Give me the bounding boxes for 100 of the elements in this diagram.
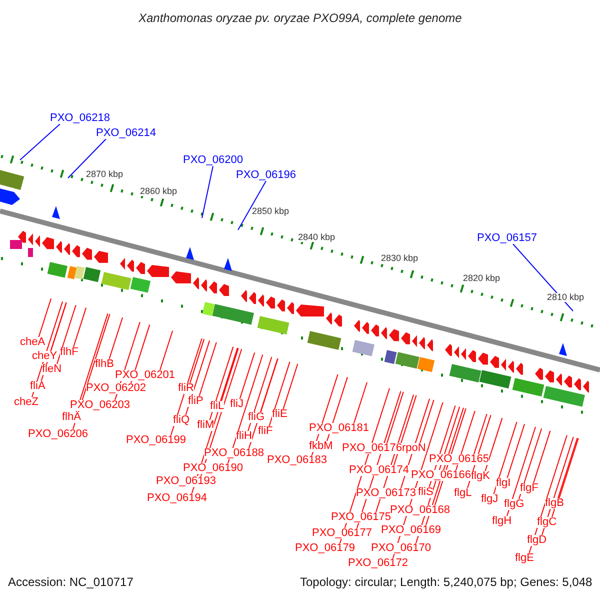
leader-line xyxy=(282,363,298,410)
gene-label: cheZ xyxy=(14,397,38,408)
leader-line xyxy=(190,338,205,384)
leader-line xyxy=(260,358,278,412)
leader-line xyxy=(239,352,256,400)
locus-label: PXO_06196 xyxy=(236,170,296,181)
leader-line xyxy=(354,382,368,424)
leader-line xyxy=(484,418,503,472)
gene-label: PXO_06190 xyxy=(183,463,243,474)
leader-line xyxy=(170,338,202,436)
locus-label: PXO_06214 xyxy=(96,128,156,139)
leader-line xyxy=(474,414,488,454)
leader-line xyxy=(198,342,217,396)
genome-summary-text: Topology: circular; Length: 5,240,075 bp; Genes: 5,048 xyxy=(300,576,592,588)
gene-label: PXO_06166 xyxy=(411,470,471,481)
gene-label: fliH xyxy=(236,431,252,442)
scale-label: 2830 kbp xyxy=(381,254,418,263)
gene-label: PXO_06203 xyxy=(70,400,130,411)
gene-label: fkbM xyxy=(309,441,333,452)
gene-label: fleN xyxy=(42,364,62,375)
gene-label: flgJ xyxy=(481,494,498,505)
gene-label: PXO_06168 xyxy=(390,505,450,516)
locus-label: PXO_06218 xyxy=(50,113,110,124)
gene-label: flhF xyxy=(60,347,78,358)
gene-label: fliG xyxy=(248,412,264,423)
gene-label: fliF xyxy=(258,426,273,437)
gene-label: fliR xyxy=(178,383,194,394)
gene-label: fliS xyxy=(418,487,434,498)
title: Xanthomonas oryzae pv. oryzae PXO99A, complete genome xyxy=(138,12,462,24)
gene-label: PXO_06201 xyxy=(115,370,175,381)
gene-label: rpoN xyxy=(402,443,426,454)
leader-line xyxy=(38,298,52,338)
leader-line xyxy=(202,166,214,218)
leader-line xyxy=(76,313,108,412)
leader-line xyxy=(220,347,238,402)
scale-label: 2840 kbp xyxy=(298,233,336,242)
gene-label: fliA xyxy=(30,381,46,392)
gene-label: PXO_06169 xyxy=(381,525,441,536)
gene-label: fliJ xyxy=(230,399,244,410)
gene-label: flgL xyxy=(454,488,472,499)
gene-label: PXO_06179 xyxy=(295,543,355,554)
locus-label: PXO_06157 xyxy=(477,233,537,244)
gene-label: PXO_06181 xyxy=(309,423,369,434)
leader-line xyxy=(73,307,87,348)
gene-label: flgB xyxy=(545,498,564,509)
gene-label: flgI xyxy=(496,478,511,489)
leader-line xyxy=(20,124,60,160)
gene-label: fliE xyxy=(272,409,288,420)
leader-line xyxy=(185,340,210,416)
leader-line xyxy=(533,430,551,484)
leader-line xyxy=(72,314,110,430)
leader-line xyxy=(506,424,526,478)
leader-line xyxy=(209,346,234,420)
leader-line xyxy=(386,391,404,444)
gene-label: PXO_06170 xyxy=(371,543,431,554)
gene-label: flgC xyxy=(537,517,557,528)
gene-label: PXO_06173 xyxy=(356,488,416,499)
gene-label: PXO_06176 xyxy=(342,443,402,454)
leader-line xyxy=(552,437,578,518)
gene-label: flhB xyxy=(95,359,114,370)
leader-line xyxy=(108,316,124,360)
scale-label: 2850 kbp xyxy=(252,207,290,216)
leader-line xyxy=(238,180,266,230)
leader-line xyxy=(160,330,174,370)
gene-label: PXO_06199 xyxy=(126,435,186,446)
leader-line xyxy=(268,361,290,426)
leader-line xyxy=(248,358,278,448)
leader-line xyxy=(56,304,76,364)
leader-line xyxy=(228,354,264,464)
gene-label: flgD xyxy=(527,535,547,546)
gene-label: PXO_06172 xyxy=(348,558,408,569)
gene-label: PXO_06177 xyxy=(312,528,372,539)
gene-label: fliM xyxy=(197,420,214,431)
gene-label: PXO_06206 xyxy=(28,429,88,440)
scale-label: 2870 kbp xyxy=(86,170,124,179)
gene-label: PXO_06174 xyxy=(349,465,409,476)
gene-label: fliQ xyxy=(173,415,190,426)
gene-label: cheY xyxy=(32,351,58,362)
gene-label: PXO_06193 xyxy=(156,476,216,487)
gene-label: cheA xyxy=(20,337,46,348)
gene-label: PXO_06183 xyxy=(267,455,327,466)
leader-line xyxy=(518,428,542,500)
gene-label: flgG xyxy=(504,499,524,510)
leader-line xyxy=(512,244,574,312)
gene-label: flgE xyxy=(515,553,534,564)
gene-label: PXO_06188 xyxy=(204,448,264,459)
gene-label: flhA xyxy=(62,412,81,423)
gene-label: PXO_06175 xyxy=(331,512,391,523)
leader-line xyxy=(528,434,568,554)
leader-line xyxy=(420,399,434,444)
leader-line xyxy=(248,356,272,432)
gene-label: fliP xyxy=(188,396,204,407)
leader-line xyxy=(493,421,518,494)
gene-label: PXO_06165 xyxy=(429,454,489,465)
gene-label: flgH xyxy=(492,516,512,527)
gene-label: PXO_06202 xyxy=(86,383,146,394)
scale-label: 2810 kbp xyxy=(547,293,584,302)
scale-label: 2860 kbp xyxy=(140,187,178,196)
scale-label: 2820 kbp xyxy=(463,274,500,283)
leader-line xyxy=(68,138,106,178)
